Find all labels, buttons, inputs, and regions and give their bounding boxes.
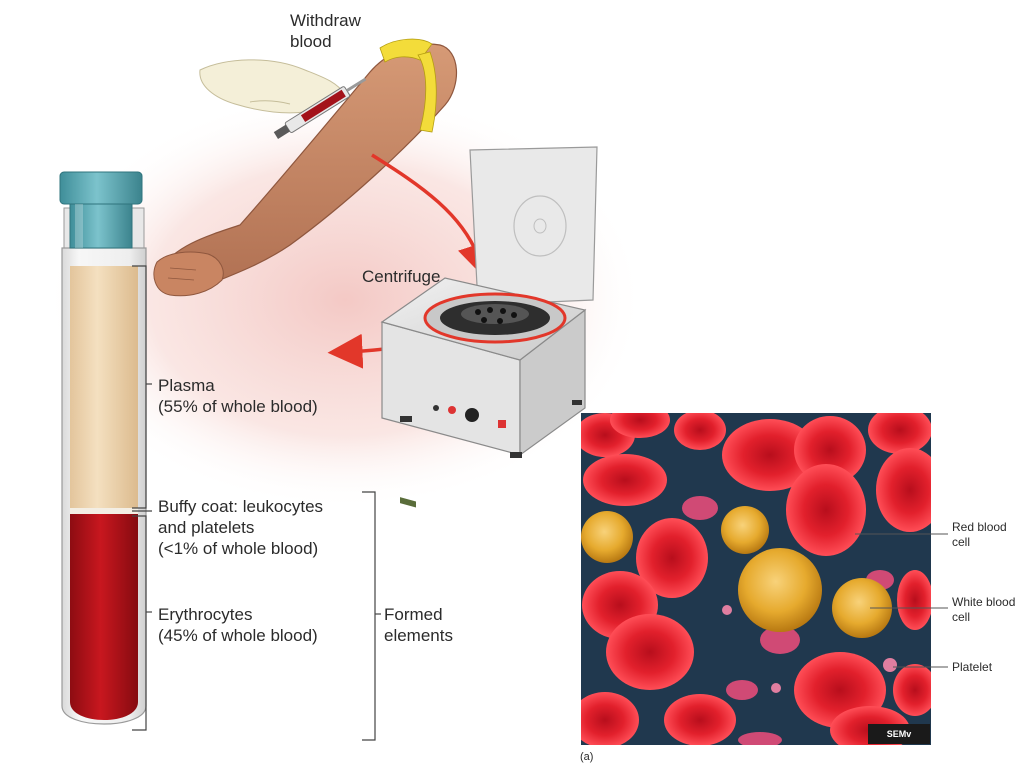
panel-letter: (a) <box>580 751 594 763</box>
micrograph-platelets <box>722 605 897 693</box>
micrograph-rbcs <box>581 413 931 745</box>
gloved-hand-syringe <box>199 59 367 139</box>
sem-scale-tag: SEMv <box>868 724 930 744</box>
label-centrifuge: Centrifuge <box>362 267 441 286</box>
micrograph-wbcs <box>581 506 892 638</box>
tube-cap <box>59 171 143 205</box>
label-platelet: Platelet <box>952 660 993 674</box>
buffy-coat-layer <box>70 508 138 514</box>
label-erythrocytes: Erythrocytes (45% of whole blood) <box>158 605 318 645</box>
label-brackets <box>132 265 381 741</box>
arm-illustration <box>153 38 457 297</box>
label-plasma: Plasma (55% of whole blood) <box>158 376 318 416</box>
label-buffy-coat: Buffy coat: leukocytes and platelets (<1… <box>158 497 324 558</box>
label-red-blood-cell: Red blood cell <box>952 520 1007 549</box>
test-tube <box>59 171 147 725</box>
label-formed-elements: Formed elements <box>384 605 453 645</box>
micrograph-leaders <box>855 533 948 668</box>
label-white-blood-cell: White blood cell <box>952 595 1016 624</box>
label-withdraw-blood: Withdraw blood <box>290 11 361 51</box>
arrow-to-centrifuge <box>371 153 492 279</box>
sem-micrograph <box>581 413 931 745</box>
plasma-layer <box>70 266 138 509</box>
centrifuge-machine <box>380 146 598 508</box>
erythrocyte-layer <box>70 514 138 720</box>
